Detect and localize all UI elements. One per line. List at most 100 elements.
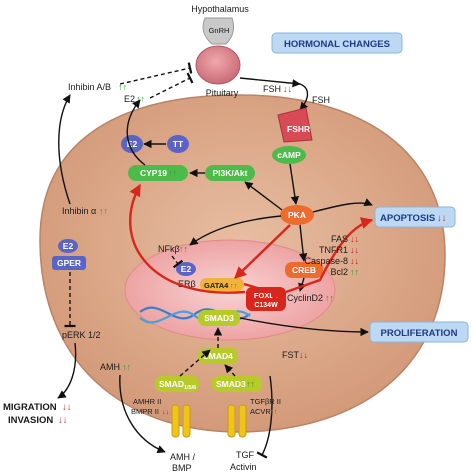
- node-creb-label: CREB: [292, 265, 316, 275]
- node-gata4-label: GATA4: [204, 281, 229, 290]
- apoptosis-marker-0: FAS: [331, 234, 348, 244]
- camp-to-pka-arrow: [289, 163, 300, 205]
- node-gper-e2-label: E2: [63, 241, 74, 251]
- fst-label: FST: [282, 350, 300, 360]
- node-pi3k-akt-label: PI3K/Akt: [213, 168, 248, 178]
- e2-hormone-label: E2: [124, 94, 135, 104]
- ligand-amh-label: AMH /: [170, 452, 196, 462]
- nfkb-label: NFkβ: [158, 244, 180, 254]
- node-tt-label: TT: [173, 139, 184, 149]
- apoptosis-marker-1: TNFR1: [319, 245, 348, 255]
- apoptosis-marker-trend-3: ↑↑: [350, 267, 359, 277]
- node-pka: [280, 205, 314, 225]
- node-cyp19: [128, 165, 188, 181]
- node-gper: [52, 256, 86, 270]
- hormonal-changes-box: [271, 32, 403, 54]
- inhibin-alpha-label: Inhibin α: [62, 206, 96, 216]
- ligand-tgf-label: TGF: [236, 450, 254, 460]
- smad3-to-smad4-arrow: [224, 364, 236, 377]
- fsh-to-receptor-arrow: [299, 83, 309, 111]
- amh-label: AMH: [100, 362, 120, 372]
- ligand-activin-label: Activin: [230, 462, 257, 472]
- migration-label: MIGRATION: [3, 402, 57, 413]
- node-pka-label: PKA: [288, 210, 306, 220]
- erb-label: ERβ: [178, 279, 196, 289]
- apoptosis-box: [374, 206, 456, 228]
- perk-to-migration-arrow: [57, 342, 77, 399]
- amh-receptor-label-2: BMPR II: [131, 407, 159, 416]
- apoptosis-marker-3: Bcl2: [330, 267, 348, 277]
- inhibin-ab-trend: ↑↑: [118, 82, 127, 92]
- node-pi3k-akt: [205, 165, 255, 181]
- to-proliferation-arrow: [239, 317, 369, 337]
- tgf-receptor-label-2: ACVR: [250, 407, 271, 416]
- node-cyp19-trend: ↑↑: [168, 168, 177, 178]
- node-tt: [167, 135, 189, 153]
- fsh-top-label: FSH: [263, 84, 281, 94]
- apoptosis-marker-list: FAS↓↓TNFR1↓↓Caspase-8↓↓Bcl2↑↑: [304, 234, 359, 277]
- pka-to-gata4-arrow: [234, 224, 291, 279]
- node-gata4-trend: ↑↑: [230, 281, 238, 290]
- node-camp-label: cAMP: [277, 150, 301, 160]
- hormonal-changes-title: HORMONAL CHANGES: [284, 39, 390, 50]
- node-e2: [121, 135, 143, 153]
- fshr-receptor-icon: FSHR: [277, 107, 313, 143]
- apoptosis-marker-2: Caspase-8: [304, 256, 348, 266]
- fsh-label: FSH: [312, 95, 330, 105]
- hypothalamus-stalk-icon: [202, 17, 235, 45]
- inhibin-alpha-to-ab-arrow: [58, 94, 71, 205]
- amh-receptor-label-1: AMHR II: [133, 397, 161, 406]
- gata4-to-cyclind2-arrow: [243, 282, 286, 299]
- e2-feedback-line: [149, 72, 194, 99]
- perk-label: pERK 1/2: [62, 330, 101, 340]
- node-gper-label: GPER: [57, 258, 81, 268]
- proliferation-box: [369, 321, 469, 343]
- apoptosis-label: APOPTOSIS: [380, 213, 435, 224]
- pka-to-nfkb-arrow: [189, 215, 282, 246]
- fst-to-tgf-inhibit: [256, 375, 273, 459]
- inhibin-feedback-line: [119, 62, 193, 85]
- proliferation-label: PROLIFERATION: [381, 328, 458, 339]
- amh-receptor-icon: [171, 404, 191, 438]
- apoptosis-trend: ↓↓: [437, 213, 447, 224]
- cyclind2-label: CyclinD2: [287, 293, 323, 303]
- pka-to-pi3k-arrow: [244, 181, 283, 211]
- e2-hormone-trend: ↑↑: [136, 94, 145, 104]
- node-smad3-cyto-label: SMAD3: [216, 379, 246, 389]
- apoptosis-marker-trend-2: ↓↓: [350, 256, 359, 266]
- nfkb-inhibit-e2: [171, 255, 184, 269]
- node-creb: [285, 262, 323, 278]
- node-cyp19-label: CYP19: [140, 168, 167, 178]
- node-foxl2-mutation: C134W: [254, 302, 278, 309]
- node-foxl2-label: FOXL2: [254, 291, 278, 300]
- pituitary-gland-icon: [195, 45, 241, 85]
- node-smad3-nuclear: [198, 310, 240, 326]
- amh-to-ligand-arrow: [119, 374, 166, 454]
- node-smad3-cyto: [212, 376, 262, 392]
- node-e2-label: E2: [127, 139, 138, 149]
- fst-trend: ↓↓: [299, 350, 308, 360]
- tgf-receptor-label-1: TGFβR II: [250, 397, 281, 406]
- ligand-bmp-label: BMP: [172, 463, 192, 473]
- pka-to-creb-arrow: [298, 224, 308, 262]
- fsh-top-trend: ↓↓: [283, 84, 292, 94]
- foxl2-to-cyp19-arrow: [129, 183, 246, 294]
- node-smad4-label: SMAD4: [203, 351, 233, 361]
- node-e2-nuclear-label: E2: [181, 264, 192, 274]
- foxl2-to-apoptosis-arrow: [285, 217, 374, 294]
- inhibin-alpha-trend: ↑↑: [99, 206, 108, 216]
- hypothalamus-label: Hypothalamus: [191, 4, 249, 14]
- apoptosis-marker-trend-1: ↓↓: [350, 245, 359, 255]
- node-smad3-cyto-trend: ↑↑: [246, 379, 255, 389]
- pka-to-apoptosis-arrow: [312, 198, 373, 213]
- amh-receptor-trend: ↓↓: [162, 407, 170, 416]
- inhibin-ab-label: Inhibin A/B: [68, 82, 111, 92]
- gnrh-label: GnRH: [209, 26, 230, 35]
- migration-trend: ↓↓: [62, 402, 72, 413]
- invasion-trend: ↓↓: [58, 415, 68, 426]
- nfkb-trend: ↑↑: [179, 244, 188, 254]
- cyp19-to-e2-arrow: [126, 99, 146, 166]
- pituitary-label: Pituitary: [206, 88, 239, 98]
- node-smad156-sub: 1/5/6: [184, 385, 196, 391]
